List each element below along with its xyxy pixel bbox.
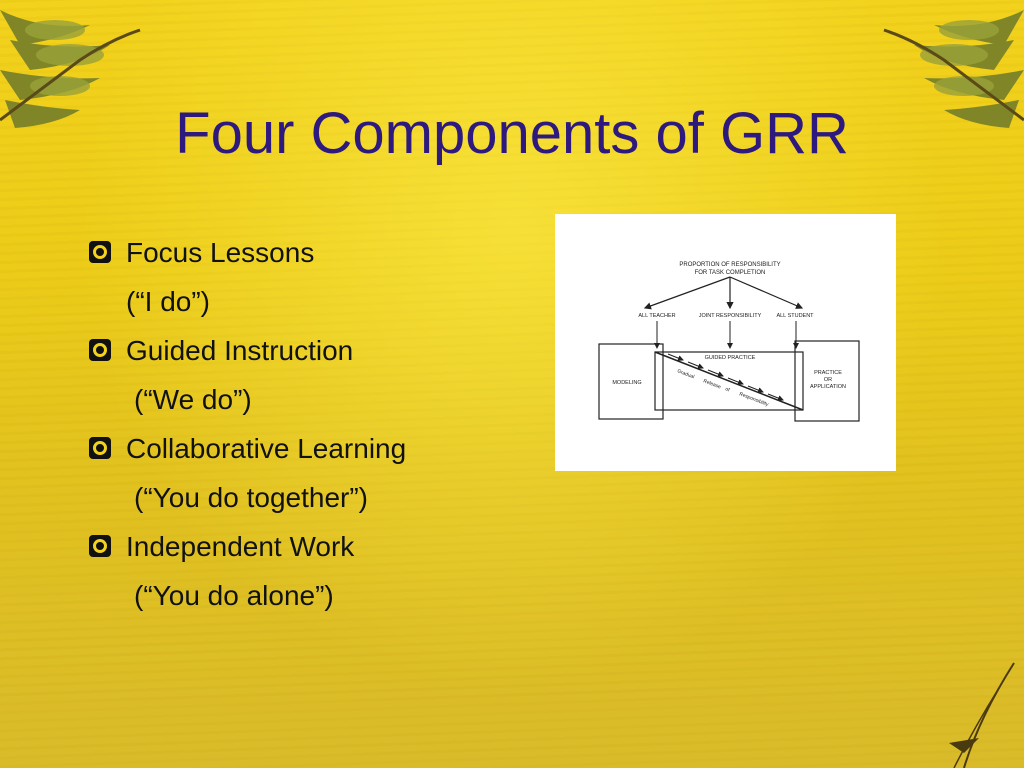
ring-square-bullet-icon [89,241,111,263]
label-all-student: ALL STUDENT [776,313,814,319]
bullet-label: Independent Work [126,531,355,562]
grr-diagram-svg: PROPORTION OF RESPONSIBILITY FOR TASK CO… [598,262,860,422]
diag-word-3: of [724,386,731,393]
bullet-sub-label: (“You do alone”) [134,580,334,611]
ring-square-bullet-icon [89,535,111,557]
ring-square-bullet-icon [89,437,111,459]
grr-model-diagram: PROPORTION OF RESPONSIBILITY FOR TASK CO… [555,214,896,471]
bullet-sub-label: (“I do”) [126,286,210,317]
bullet-label: Collaborative Learning [126,433,407,464]
label-application: APPLICATION [810,384,846,390]
bullet-subtext: (“We do”) [88,375,548,424]
reed-decoration [949,662,1015,768]
diagonal-arrows [667,353,784,401]
guided-practice-box [654,351,804,411]
arrow-to-student [729,276,804,309]
label-joint: JOINT RESPONSIBILITY [699,313,762,319]
label-guided-practice: GUIDED PRACTICE [705,355,756,361]
bullet-item: Collaborative Learning [88,424,548,473]
diagram-top-label: PROPORTION OF RESPONSIBILITY [679,262,780,268]
bullet-label: Focus Lessons [126,237,315,268]
label-or: OR [824,377,832,383]
bullet-item: Independent Work [88,522,548,571]
bullet-item: Guided Instruction [88,326,548,375]
diagram-top-label-2: FOR TASK COMPLETION [695,270,766,276]
bullet-subtext: (“You do together”) [88,473,548,522]
bullet-item: Focus Lessons [88,228,548,277]
label-practice: PRACTICE [814,370,842,376]
application-box [794,340,860,422]
modeling-box [598,343,664,420]
diag-word-2: Release [702,378,721,390]
arrow-to-teacher [643,276,731,310]
bullet-subtext: (“I do”) [88,277,548,326]
diag-word-4: Responsibility [738,391,769,408]
bullet-sub-label: (“You do together”) [134,482,368,513]
label-modeling: MODELING [612,380,641,386]
bullet-subtext: (“You do alone”) [88,571,548,620]
pine-branch-decoration [883,10,1024,128]
ring-square-bullet-icon [89,339,111,361]
slide-title: Four Components of GRR [175,101,849,166]
bullet-list: Focus Lessons (“I do”) Guided Instructio… [88,228,548,620]
bullet-sub-label: (“We do”) [134,384,252,415]
label-all-teacher: ALL TEACHER [638,313,675,319]
diag-word-1: Gradual [676,368,695,380]
pine-branch-decoration [0,10,141,128]
bullet-label: Guided Instruction [126,335,354,366]
